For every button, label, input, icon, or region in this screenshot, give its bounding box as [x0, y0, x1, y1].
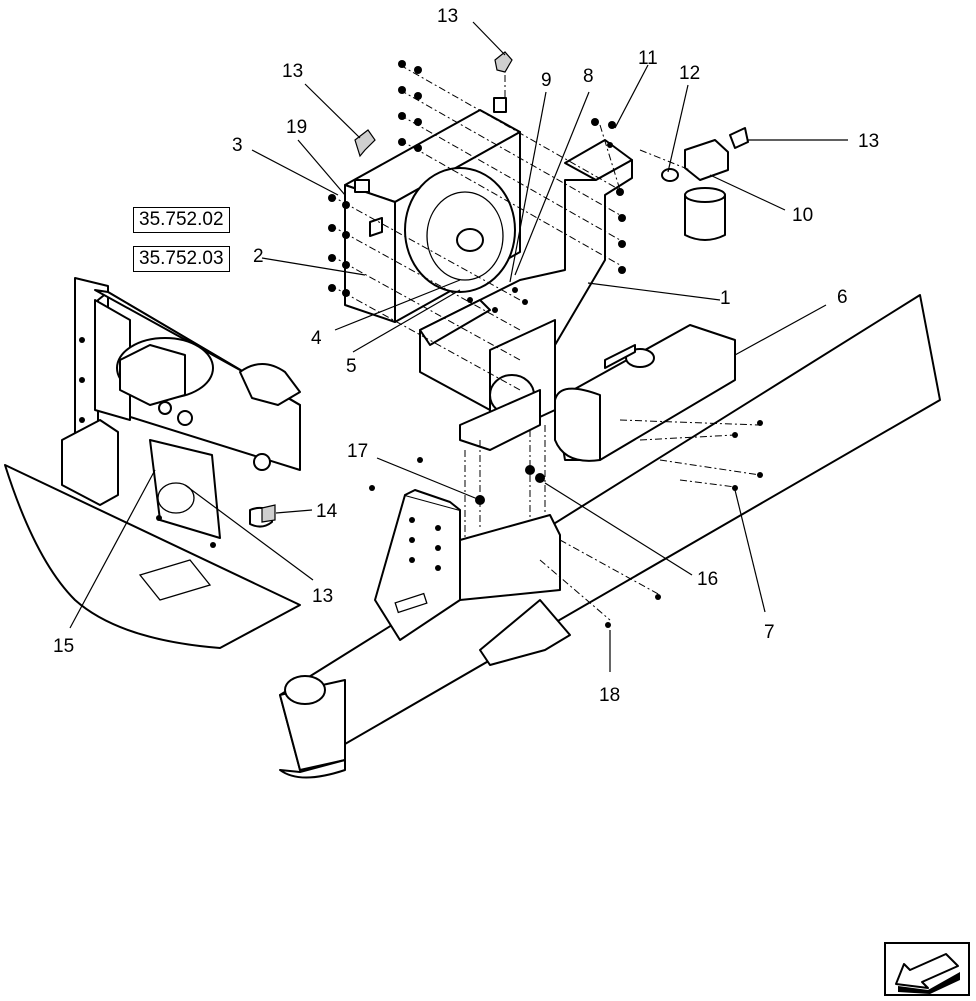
- callout-7: 7: [764, 622, 775, 643]
- filter-assembly: [661, 127, 749, 241]
- callout-labels: 1 2 3 4 5 6 7 8 9 10 11 12 13 13 13 13 1…: [53, 6, 879, 706]
- hardware-fasteners: [261, 51, 763, 628]
- callout-11: 11: [638, 48, 658, 69]
- callout-18: 18: [599, 685, 620, 706]
- previous-page-arrow-icon: [884, 942, 970, 996]
- callout-6: 6: [837, 287, 848, 308]
- callout-8: 8: [583, 66, 594, 87]
- previous-page-button[interactable]: [884, 942, 970, 996]
- callout-10: 10: [792, 205, 813, 226]
- section-reference-link[interactable]: 35.752.02: [133, 207, 230, 233]
- assembly-guide-lines: [329, 60, 761, 621]
- callout-13-filter: 13: [858, 131, 879, 152]
- callout-19: 19: [286, 117, 307, 138]
- callout-13-inset: 13: [312, 586, 333, 607]
- reservoir-tank: [554, 324, 736, 462]
- callout-14: 14: [316, 501, 338, 522]
- callout-17: 17: [347, 441, 368, 462]
- callout-16: 16: [697, 569, 718, 590]
- support-beam: [279, 294, 941, 779]
- oil-cooler-assembly: [344, 97, 521, 323]
- callout-4: 4: [311, 328, 322, 349]
- section-reference-link[interactable]: 35.752.03: [133, 246, 230, 272]
- callout-1: 1: [720, 288, 731, 309]
- callout-13-top: 13: [437, 6, 458, 27]
- inset-detail-view: [4, 277, 301, 649]
- callout-2: 2: [253, 246, 264, 267]
- callout-12: 12: [679, 63, 700, 84]
- callout-9: 9: [541, 70, 552, 91]
- callout-3: 3: [232, 135, 243, 156]
- callout-15: 15: [53, 636, 74, 657]
- callout-5: 5: [346, 356, 357, 377]
- leader-lines: [69, 21, 848, 672]
- callout-13-cooler: 13: [282, 61, 303, 82]
